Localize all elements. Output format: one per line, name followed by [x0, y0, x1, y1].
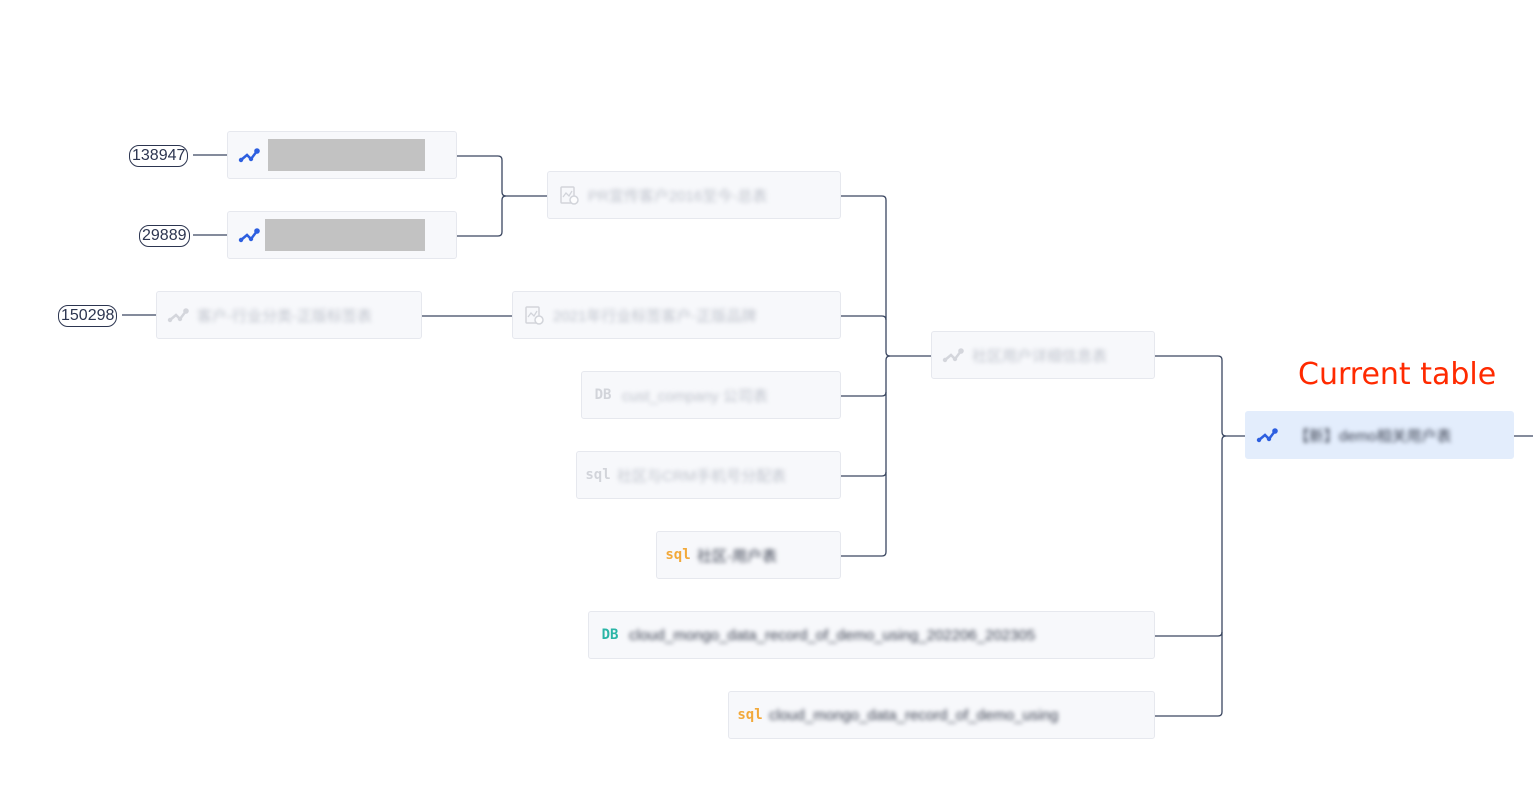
edge-b1-c1	[841, 195, 931, 357]
node-b4[interactable]: sql 社区与CRM手机号分配表	[576, 451, 841, 499]
node-name: cloud_mongo_data_record_of_demo_using	[769, 706, 1059, 724]
count-badge[interactable]: 29889	[139, 225, 190, 247]
edge-b5-c1	[841, 355, 891, 557]
node-b3[interactable]: DB cust_company 公司表	[581, 371, 841, 419]
node-name: 社区与CRM手机号分配表	[617, 467, 787, 485]
lineage-table-icon	[940, 344, 966, 366]
edge-a2-b1	[457, 195, 507, 237]
node-name: 客户-行业分类-正版标签表	[197, 307, 372, 325]
node-name: PR宣传客户2016至今-总表	[588, 187, 768, 205]
sql-icon: sql	[585, 467, 611, 483]
node-b5[interactable]: sql 社区-用户表	[656, 531, 841, 579]
node-b2[interactable]: 2021年行业标签客户-正版品牌	[512, 291, 841, 339]
edge-b3-c1	[841, 391, 887, 397]
node-name: 社区-用户表	[697, 547, 777, 565]
count-badge[interactable]: 138947	[129, 145, 189, 167]
node-name: 社区用户详细信息表	[972, 347, 1108, 365]
count-badge[interactable]: 150298	[58, 305, 118, 327]
current-table-annotation: Current table	[1298, 357, 1497, 392]
edge-c1-d	[1155, 355, 1245, 437]
db-icon: DB	[594, 387, 612, 403]
lineage-table-icon	[1254, 424, 1280, 446]
node-a3[interactable]: 客户-行业分类-正版标签表	[156, 291, 422, 339]
edge-c2-d	[1155, 631, 1223, 637]
lineage-table-icon	[236, 224, 262, 246]
node-a2[interactable]	[227, 211, 457, 259]
report-icon	[521, 304, 547, 326]
node-name: cloud_mongo_data_record_of_demo_using_20…	[629, 626, 1036, 644]
node-c1[interactable]: 社区用户详细信息表	[931, 331, 1155, 379]
edge-b4-c1	[841, 471, 887, 477]
redacted-name	[265, 219, 425, 251]
report-icon	[556, 184, 582, 206]
node-name: cust_company 公司表	[622, 387, 768, 405]
node-b1[interactable]: PR宣传客户2016至今-总表	[547, 171, 841, 219]
lineage-table-icon	[165, 304, 191, 326]
sql-icon: sql	[665, 547, 691, 563]
edge-b2-c1	[841, 315, 887, 321]
node-c3[interactable]: sql cloud_mongo_data_record_of_demo_usin…	[728, 691, 1155, 739]
node-c2[interactable]: DB cloud_mongo_data_record_of_demo_using…	[588, 611, 1155, 659]
lineage-table-icon	[236, 144, 262, 166]
node-name: 2021年行业标签客户-正版品牌	[553, 307, 757, 325]
node-name: 【新】demo相关用户表	[1294, 427, 1452, 445]
sql-icon: sql	[737, 707, 763, 723]
db-icon: DB	[601, 627, 619, 643]
edge-a1-b1	[457, 155, 547, 197]
redacted-name	[268, 139, 425, 171]
edge-c3-d	[1155, 435, 1227, 717]
node-a1[interactable]	[227, 131, 457, 179]
node-current-table[interactable]: 【新】demo相关用户表	[1245, 411, 1514, 459]
